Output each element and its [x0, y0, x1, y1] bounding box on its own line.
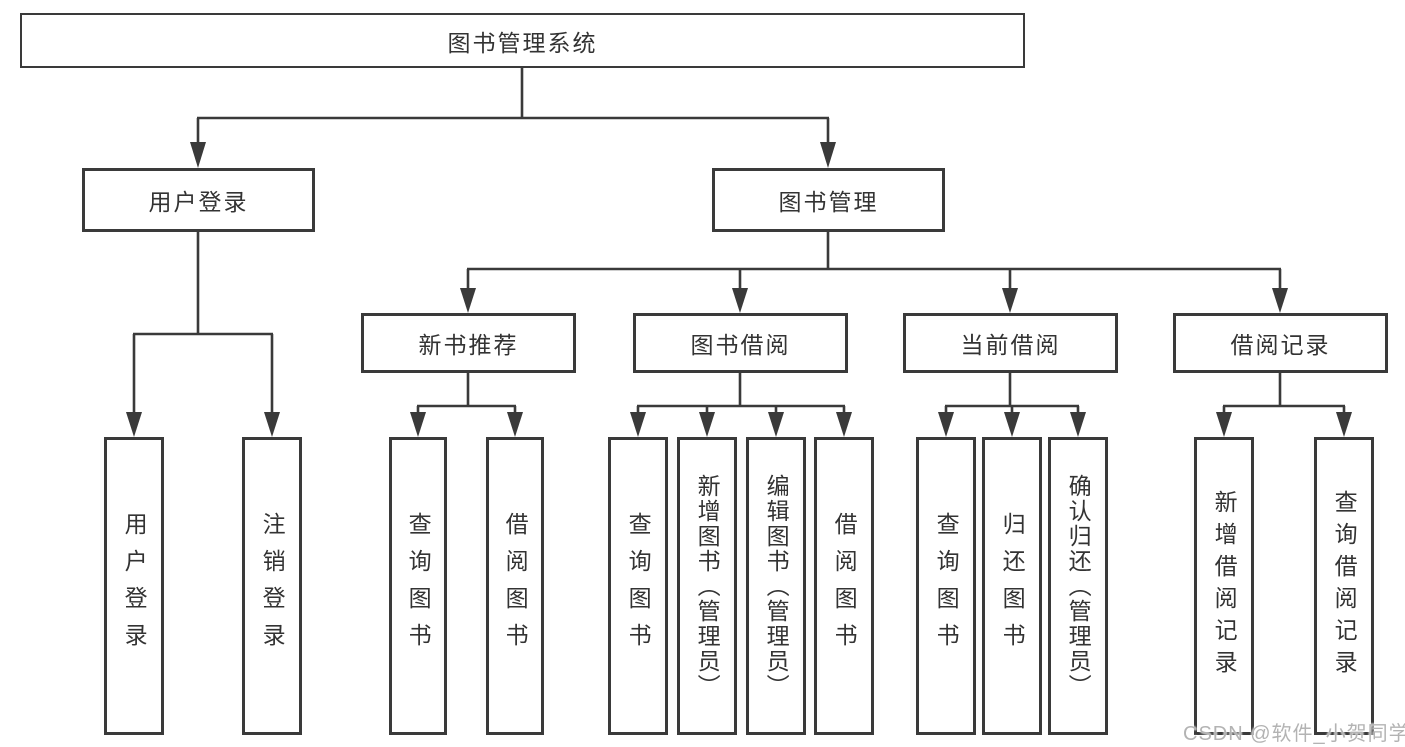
- node-label: 注销登录: [259, 512, 286, 660]
- node-edit-book-admin: 编辑图书（管理员）: [746, 437, 806, 735]
- node-user-login-action: 用户登录: [104, 437, 164, 735]
- edge-user-login-split: [126, 232, 280, 437]
- node-label: 新增图书（管理员）: [694, 473, 721, 699]
- node-query-borrow-record: 查询借阅记录: [1314, 437, 1374, 735]
- node-user-login: 用户登录: [82, 168, 315, 232]
- arrowhead: [507, 412, 523, 437]
- arrowhead: [630, 412, 646, 437]
- node-label: 新书推荐: [418, 332, 519, 358]
- node-label: 新增借阅记录: [1211, 490, 1238, 682]
- node-query-books-2: 查询图书: [608, 437, 668, 735]
- arrowhead: [410, 412, 426, 437]
- edge-new-book-split: [410, 373, 523, 437]
- arrowhead: [1070, 412, 1086, 437]
- node-label: 当前借阅: [960, 332, 1061, 358]
- node-label: 图书管理系统: [447, 29, 598, 56]
- edge-borrow-records-split: [1216, 373, 1352, 437]
- arrowhead: [732, 288, 748, 313]
- arrowhead: [1002, 288, 1018, 313]
- node-new-book-recommendation: 新书推荐: [361, 313, 576, 373]
- node-label: 用户登录: [148, 189, 249, 215]
- node-label: 编辑图书（管理员）: [763, 473, 790, 699]
- node-label: 查询图书: [405, 512, 432, 660]
- arrowhead: [836, 412, 852, 437]
- node-query-books-1: 查询图书: [389, 437, 447, 735]
- node-borrowing-records: 借阅记录: [1173, 313, 1388, 373]
- arrowhead: [1272, 288, 1288, 313]
- node-book-borrowing: 图书借阅: [633, 313, 848, 373]
- arrowhead: [768, 412, 784, 437]
- arrowhead: [1336, 412, 1352, 437]
- node-return-book: 归还图书: [982, 437, 1042, 735]
- arrowhead: [126, 412, 142, 437]
- node-borrow-books-1: 借阅图书: [486, 437, 544, 735]
- node-label: 确认归还（管理员）: [1065, 473, 1092, 699]
- node-label: 归还图书: [999, 512, 1026, 660]
- arrowhead: [190, 142, 206, 168]
- edge-book-management-split: [460, 232, 1288, 313]
- edge-book-borrow-split: [630, 373, 852, 437]
- arrowhead: [1004, 412, 1020, 437]
- watermark-text: CSDN @软件_小贺同学: [1183, 723, 1405, 745]
- arrowhead: [264, 412, 280, 437]
- node-label: 借阅图书: [502, 512, 529, 660]
- arrowhead: [1216, 412, 1232, 437]
- arrowhead: [938, 412, 954, 437]
- edge-root-split: [190, 68, 836, 168]
- node-book-management-system: 图书管理系统: [20, 13, 1025, 68]
- node-add-borrow-record: 新增借阅记录: [1194, 437, 1254, 735]
- arrowhead: [820, 142, 836, 168]
- node-label: 借阅记录: [1230, 332, 1331, 358]
- node-query-books-3: 查询图书: [916, 437, 976, 735]
- node-label: 用户登录: [121, 512, 148, 660]
- node-label: 图书借阅: [690, 332, 791, 358]
- node-label: 查询借阅记录: [1331, 490, 1358, 682]
- arrowhead: [699, 412, 715, 437]
- node-confirm-return-admin: 确认归还（管理员）: [1048, 437, 1108, 735]
- node-add-book-admin: 新增图书（管理员）: [677, 437, 737, 735]
- node-label: 查询图书: [933, 512, 960, 660]
- node-current-borrowing: 当前借阅: [903, 313, 1118, 373]
- edge-current-borrow-split: [938, 373, 1086, 437]
- node-borrow-books-2: 借阅图书: [814, 437, 874, 735]
- node-logout: 注销登录: [242, 437, 302, 735]
- node-label: 借阅图书: [831, 512, 858, 660]
- node-label: 图书管理: [778, 189, 879, 215]
- node-label: 查询图书: [625, 512, 652, 660]
- arrowhead: [460, 288, 476, 313]
- node-book-management: 图书管理: [712, 168, 945, 232]
